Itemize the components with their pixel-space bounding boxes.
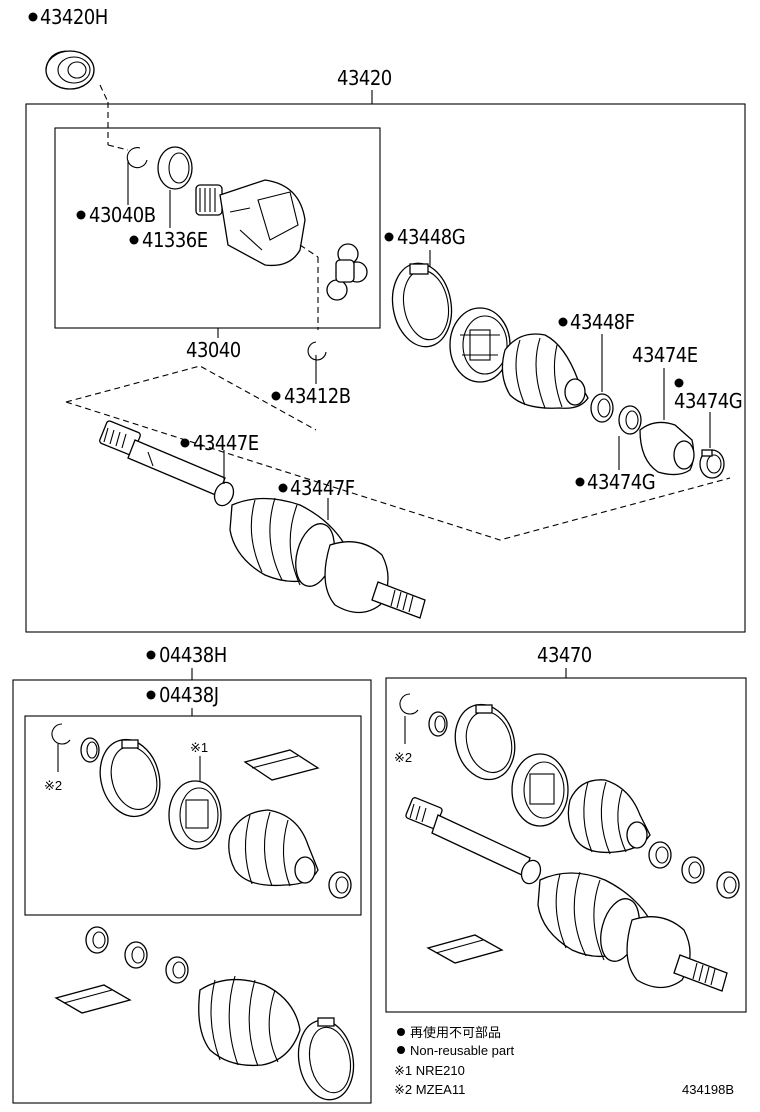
label-04438H[interactable]: 04438H	[159, 643, 227, 667]
note-mark-1-kitJ: ※1	[190, 740, 208, 755]
snap-ring-43040B[interactable]	[126, 147, 148, 169]
label-43448F[interactable]: 43448F	[570, 310, 635, 334]
drive-shaft-43470[interactable]	[405, 797, 544, 887]
label-43474G-lower[interactable]: 43474G	[587, 470, 656, 494]
kit-frame-04438J	[24, 715, 362, 916]
label-43474E[interactable]: 43474E	[632, 343, 698, 367]
boot-kit-J[interactable]	[228, 809, 319, 887]
label-43412B[interactable]: 43412B	[284, 384, 351, 408]
boot-clamp-43447E[interactable]	[211, 480, 237, 509]
legend-japanese: 再使用不可部品	[410, 1025, 501, 1040]
legend-non-reusable: Non-reusable part	[410, 1043, 514, 1058]
boot-43474E[interactable]	[639, 421, 695, 476]
label-43470[interactable]: 43470	[537, 643, 592, 667]
outer-race-43470[interactable]	[511, 753, 569, 827]
ring-kit-J[interactable]	[80, 737, 100, 763]
boot-43470[interactable]	[567, 779, 651, 855]
label-43420H[interactable]: 43420H	[40, 5, 108, 29]
inboard-outer-housing[interactable]	[449, 307, 511, 383]
label-43447F[interactable]: 43447F	[290, 476, 355, 500]
seal-43420H[interactable]	[45, 50, 95, 90]
outboard-joint[interactable]	[324, 541, 426, 619]
bullet-dot	[28, 12, 38, 22]
ring-41336E[interactable]	[157, 146, 193, 190]
label-43040[interactable]: 43040	[186, 338, 241, 362]
outboard-boot-43470[interactable]	[537, 871, 651, 966]
small-clamp-43470-1[interactable]	[648, 841, 672, 869]
snap-ring-43412B[interactable]	[307, 341, 327, 361]
snap-ring-kit-J[interactable]	[51, 723, 71, 745]
boot-clamp-kit-H[interactable]	[292, 1016, 359, 1104]
tripod-joint[interactable]	[326, 243, 368, 301]
boot-clamp-43474G-upper[interactable]	[699, 449, 725, 479]
boot-clamp-43474G-lower[interactable]	[618, 405, 642, 435]
drive-shaft[interactable]	[99, 420, 226, 497]
note-mark-2-43470: ※2	[394, 750, 412, 765]
legend-note1: ※1 NRE210	[394, 1063, 465, 1078]
boot-clamp-43448F[interactable]	[590, 393, 614, 423]
outboard-joint-43470[interactable]	[626, 916, 728, 992]
figure-id: 434198B	[682, 1082, 734, 1097]
legend-note2: ※2 MZEA11	[394, 1082, 465, 1097]
boot-kit-H[interactable]	[198, 975, 301, 1067]
ring-43470[interactable]	[428, 711, 448, 737]
grease-pack-kit-J[interactable]	[243, 749, 320, 781]
kit-frame-04438H	[12, 679, 372, 1104]
label-04438J[interactable]: 04438J	[159, 683, 219, 707]
clamp-kit-H-1[interactable]	[85, 926, 109, 954]
small-clamp-kit-J[interactable]	[328, 871, 352, 899]
inboard-boot[interactable]	[501, 333, 589, 409]
label-43040B[interactable]: 43040B	[89, 203, 156, 227]
assembly-frame-43470	[385, 677, 747, 1013]
label-43474G-upper[interactable]: 43474G	[674, 389, 743, 413]
snap-ring-43470[interactable]	[399, 693, 419, 715]
boot-clamp-43448G[interactable]	[386, 259, 458, 352]
small-clamp-43470-2[interactable]	[681, 856, 705, 884]
assembly-frame-43420	[25, 103, 746, 633]
small-clamp-43470-3[interactable]	[716, 871, 740, 899]
label-43420[interactable]: 43420	[337, 66, 392, 90]
note-mark-2-kitJ: ※2	[44, 778, 62, 793]
boot-clamp-kit-J[interactable]	[92, 733, 168, 823]
boot-clamp-43470[interactable]	[447, 698, 523, 786]
label-41336E[interactable]: 41336E	[142, 228, 208, 252]
clamp-kit-H-3[interactable]	[165, 956, 189, 984]
label-43447E[interactable]: 43447E	[193, 431, 259, 455]
grease-pack-kit-H[interactable]	[54, 984, 132, 1014]
grease-pack-43470[interactable]	[426, 934, 504, 964]
clamp-kit-H-2[interactable]	[124, 941, 148, 969]
explode-line	[65, 401, 731, 541]
label-43448G[interactable]: 43448G	[397, 225, 466, 249]
outer-race-kit-J[interactable]	[168, 780, 222, 850]
inboard-joint-housing[interactable]	[195, 179, 306, 267]
